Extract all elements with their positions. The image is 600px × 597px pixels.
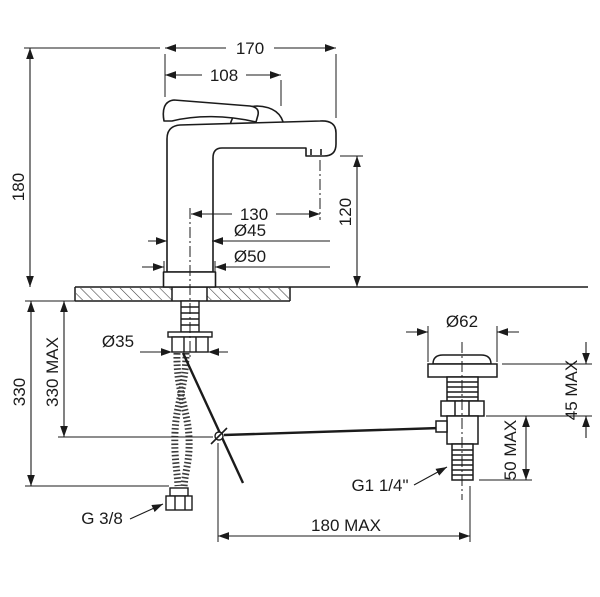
faucet-lever-handle (162, 99, 260, 123)
aerator-ticks (310, 149, 322, 155)
thread-g38-label: G 3/8 (81, 509, 123, 528)
dim-180-label: 180 (9, 173, 28, 201)
faucet-body-spout (166, 120, 337, 273)
dim-dia45-label: Ø45 (234, 221, 266, 240)
dim-120-label: 120 (336, 198, 355, 226)
dim-50max-label: 50 MAX (501, 420, 520, 480)
waste-plug-cap (432, 354, 492, 365)
dim-130-label: 130 (240, 205, 268, 224)
hose-end-nut-facets (174, 496, 186, 510)
centerlines (189, 160, 463, 500)
dim-170-label: 170 (236, 39, 264, 58)
dim-330-label: 330 (10, 378, 29, 406)
thread-g114-label: G1 1/4" (351, 476, 408, 495)
dim-dia50-label: Ø50 (234, 247, 266, 266)
countertop-hatch-left (76, 288, 172, 300)
pop-up-pull-rod (181, 352, 245, 484)
leader-g38 (129, 503, 164, 520)
mounting-nut-facets (183, 337, 197, 352)
leader-g114 (413, 466, 448, 486)
dim-330max-label: 330 MAX (43, 337, 62, 407)
dim-dia35-label: Ø35 (102, 332, 134, 351)
dimension-labels: 170 108 180 130 Ø45 Ø50 120 Ø62 Ø35 330 … (9, 39, 581, 535)
dim-108-label: 108 (210, 66, 238, 85)
dim-45max-label: 45 MAX (562, 360, 581, 420)
waste-nut-facets (454, 401, 470, 416)
rod-joint-clevis (210, 427, 228, 445)
hose-end-fitting (169, 487, 189, 497)
dim-dia62-label: Ø62 (446, 312, 478, 331)
countertop (74, 286, 588, 302)
countertop-hatch-right (207, 288, 289, 300)
pop-up-horizontal-rod (223, 426, 441, 437)
rod-entry-boss (435, 420, 448, 433)
dimension-lines (26, 44, 590, 540)
hose-end-nut (165, 495, 193, 511)
dim-180max-label: 180 MAX (311, 516, 381, 535)
supply-hose-right (171, 352, 190, 487)
